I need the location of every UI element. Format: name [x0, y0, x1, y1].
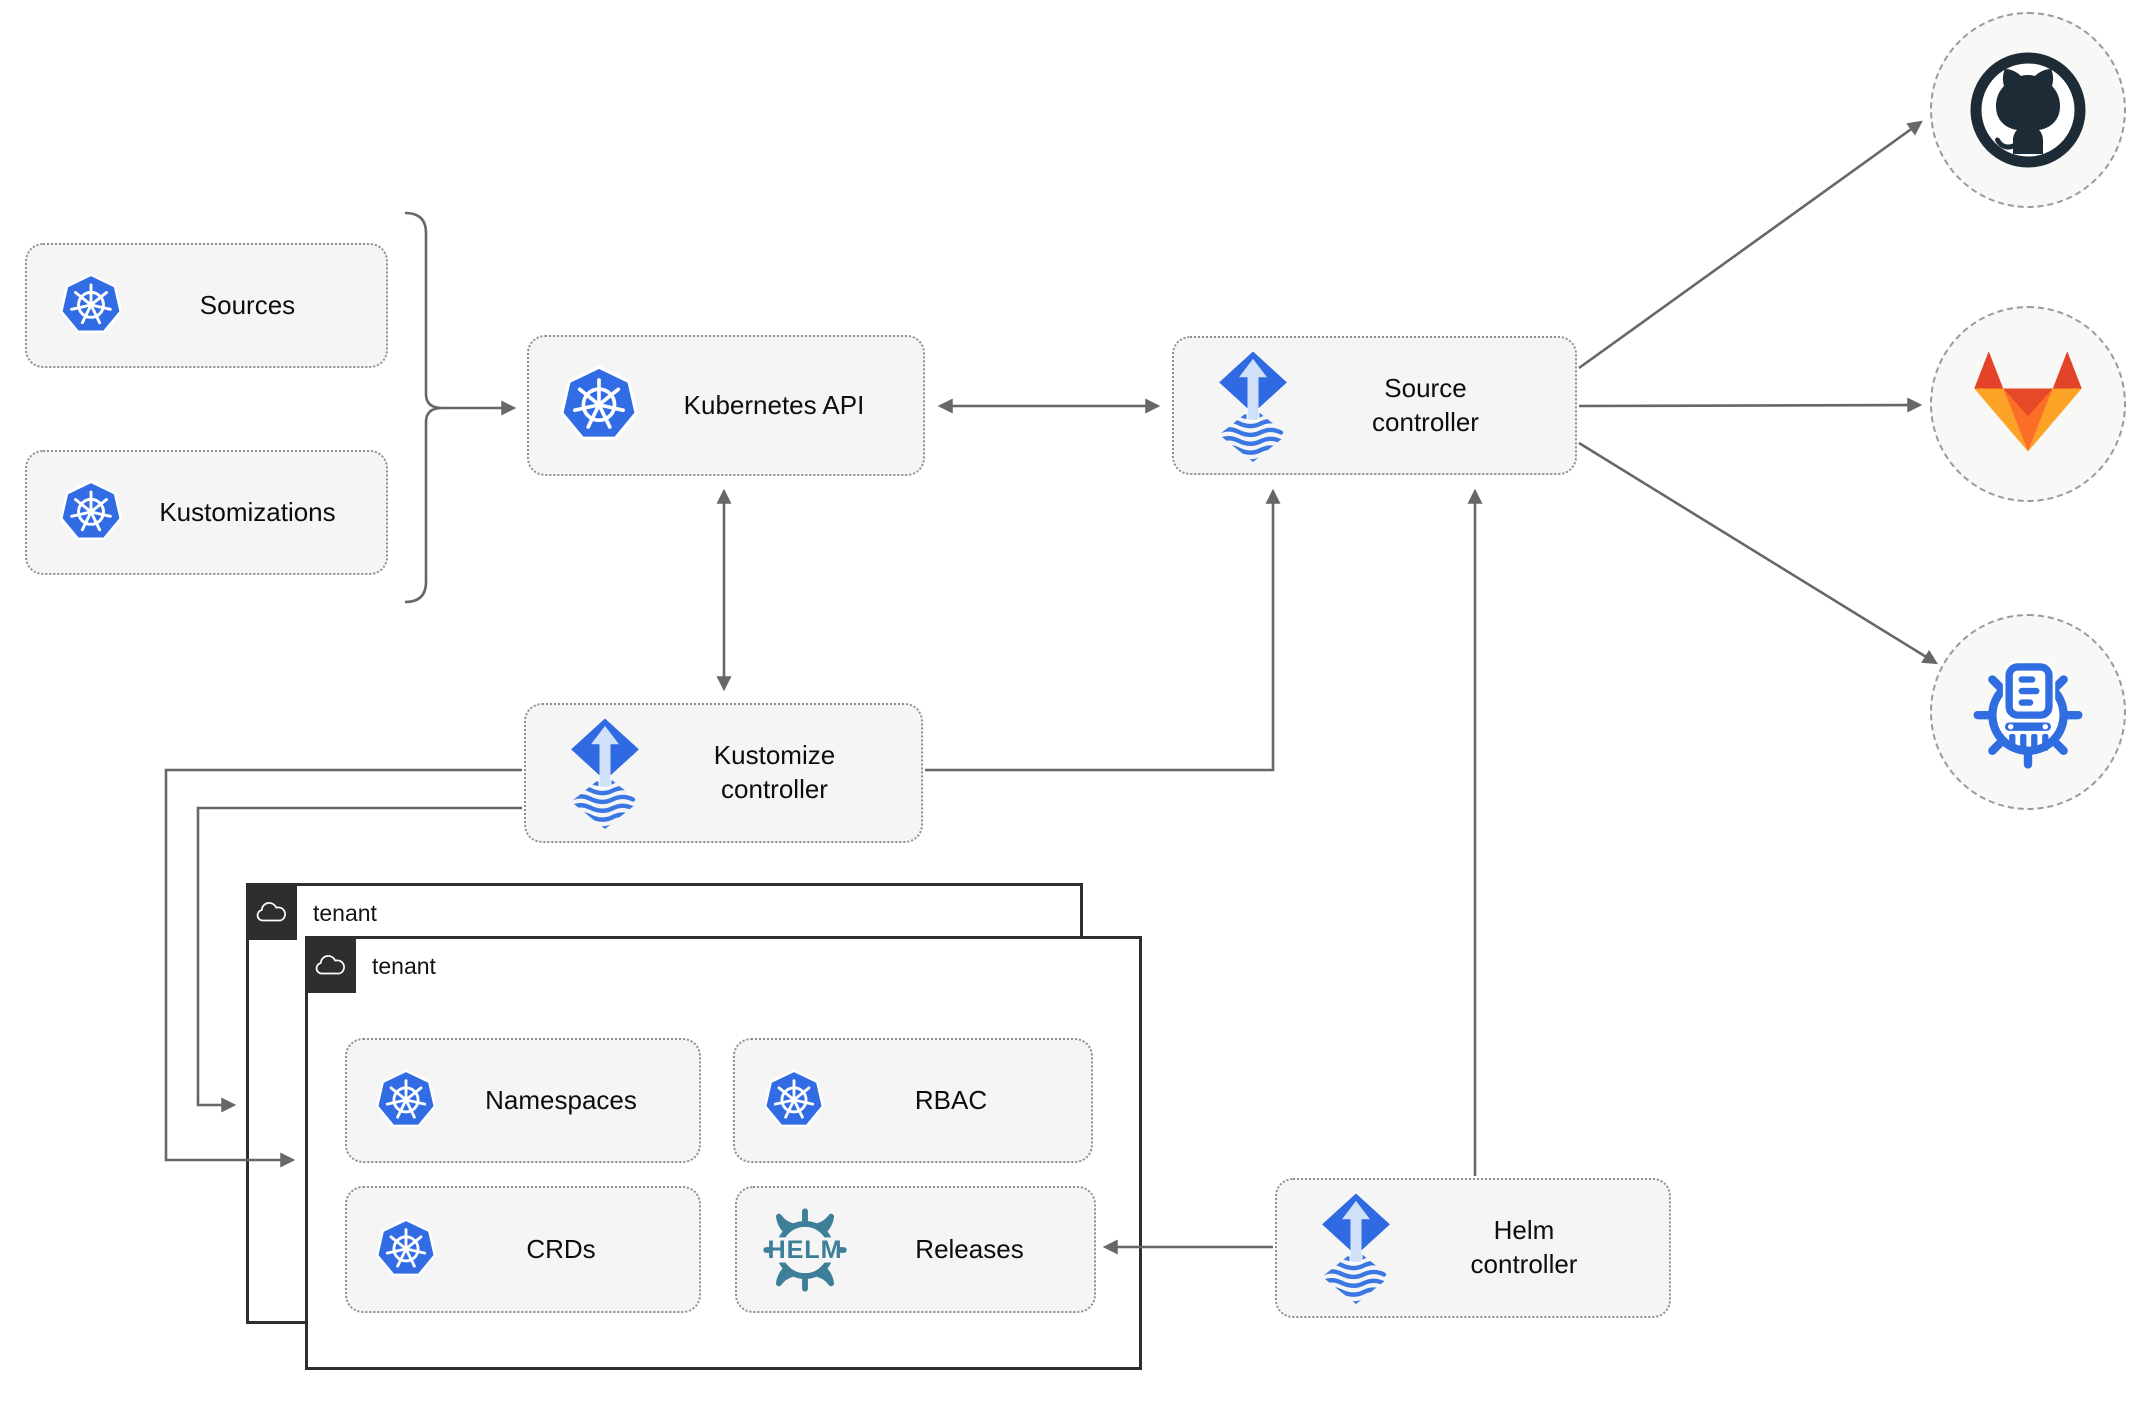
- helm-controller-label: Helm controller: [1470, 1215, 1578, 1279]
- github-repository-node: [1930, 12, 2126, 208]
- rbac-label: RBAC: [914, 1084, 988, 1115]
- sources-label: Sources: [199, 289, 296, 320]
- flux-icon: [1216, 350, 1290, 462]
- kubernetes-icon: [559, 364, 639, 447]
- arrow-kustomize-source: [925, 488, 1281, 772]
- bracket-sources-group: [404, 211, 443, 604]
- tenant-front-label: tenant: [372, 953, 436, 979]
- arrow-source-gitlab: [1578, 397, 1923, 413]
- namespaces-node: Namespaces: [345, 1038, 701, 1163]
- kustomize-controller-node: Kustomize controller: [524, 703, 923, 843]
- releases-label: Releases: [915, 1233, 1024, 1264]
- crds-node: CRDs: [345, 1186, 701, 1313]
- kustomize-controller-label: Kustomize controller: [713, 740, 836, 804]
- kubernetes-icon: [59, 272, 123, 339]
- arrow-source-helmrepo: [1578, 441, 1938, 665]
- kustomizations-label: Kustomizations: [159, 496, 336, 527]
- helm-repository-museum-icon: [1973, 660, 2083, 769]
- kubernetes-icon: [763, 1068, 825, 1133]
- crds-label: CRDs: [526, 1233, 596, 1264]
- namespaces-label: Namespaces: [485, 1084, 637, 1115]
- source-controller-label: Source controller: [1372, 372, 1479, 437]
- gitlab-icon: [1974, 351, 2082, 452]
- kubernetes-api-label: Kubernetes API: [683, 389, 865, 420]
- releases-node: HELM Releases: [735, 1186, 1096, 1313]
- sources-node: Sources: [25, 243, 388, 368]
- tenant-container-front: tenant Namespaces RBAC CRDs: [305, 936, 1142, 1370]
- tenant-back-label: tenant: [313, 900, 377, 926]
- kubernetes-icon: [375, 1068, 437, 1133]
- cloud-icon: [305, 936, 356, 993]
- helm-controller-node: Helm controller: [1275, 1178, 1671, 1318]
- kubernetes-icon: [59, 479, 123, 546]
- source-controller-node: Source controller: [1172, 336, 1577, 475]
- rbac-node: RBAC: [733, 1038, 1093, 1163]
- helm-wheel-icon: HELM: [751, 1200, 859, 1300]
- cloud-icon: [246, 883, 297, 940]
- flux-icon: [568, 717, 642, 829]
- helm-repository-node: [1930, 614, 2126, 810]
- github-icon: [1970, 52, 2086, 168]
- kubernetes-icon: [375, 1217, 437, 1282]
- gitlab-repository-node: [1930, 306, 2126, 502]
- arrow-source-github: [1578, 120, 1923, 370]
- kubernetes-api-node: Kubernetes API: [527, 335, 925, 476]
- kustomizations-node: Kustomizations: [25, 450, 388, 575]
- helm-logo-text: HELM: [768, 1236, 843, 1264]
- flux-icon: [1319, 1192, 1393, 1304]
